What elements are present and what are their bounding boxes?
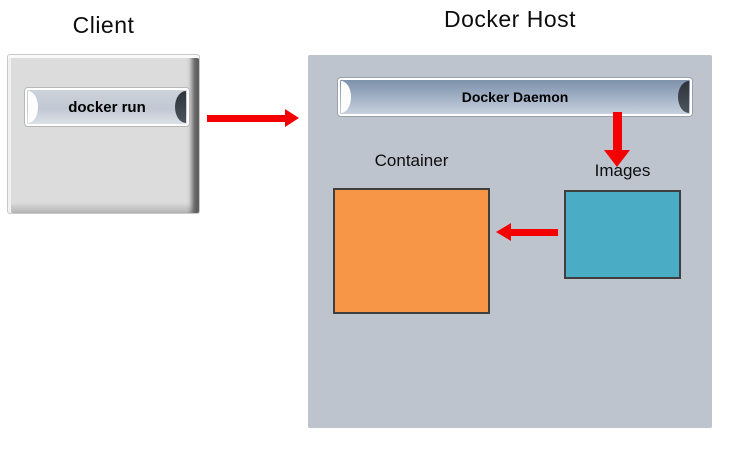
button-right-shadow-icon: [175, 91, 186, 123]
arrow-images-to-container-head: [496, 223, 511, 241]
images-label: Images: [594, 161, 651, 180]
docker-daemon-label: Docker Daemon: [461, 89, 569, 105]
container-label: Container: [374, 151, 449, 170]
arrow-daemon-to-images-stem: [613, 112, 622, 150]
docker-host-title: Docker Host: [443, 6, 577, 32]
container-box: [333, 188, 490, 314]
client-title: Client: [72, 12, 135, 38]
arrow-daemon-to-images-head: [604, 150, 630, 167]
arrow-images-to-container-stem: [511, 229, 558, 236]
images-box: [564, 190, 681, 279]
daemon-right-shadow-icon: [678, 81, 689, 113]
docker-run-button-label: docker run: [68, 98, 146, 116]
arrow-client-to-daemon-stem: [207, 115, 285, 122]
daemon-left-highlight: [341, 81, 351, 113]
arrow-client-to-daemon-head: [285, 109, 299, 127]
button-left-highlight: [28, 91, 38, 123]
docker-run-button: docker run: [25, 88, 189, 126]
docker-daemon-bar: Docker Daemon: [338, 78, 692, 116]
client-panel: docker run: [8, 55, 199, 213]
